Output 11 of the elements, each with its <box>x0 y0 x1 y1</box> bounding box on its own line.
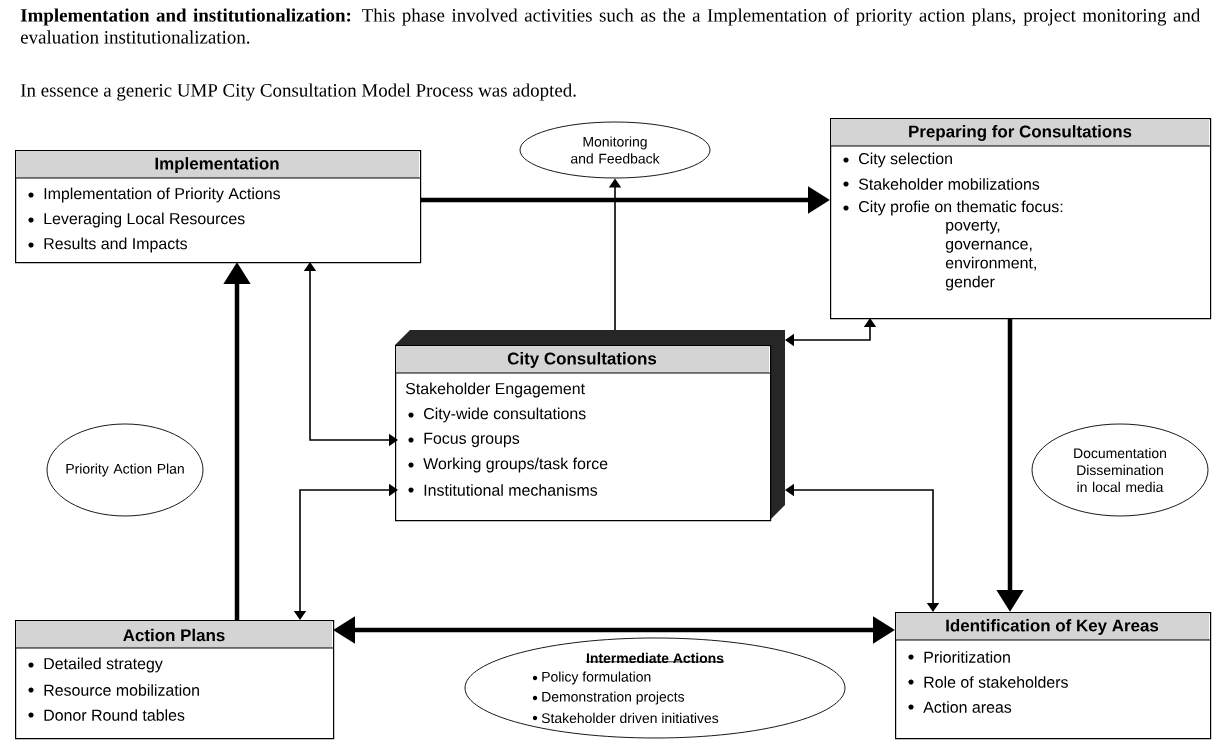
body-text: In essence a generic UMP City Consultation Model Process was adopted. <box>20 83 576 101</box>
body-text: Implementation and institutionalization: This phase involved activities such as the a Implementation of priority action plans, project monitoring and evaluation institutionalization. <box>20 8 1201 44</box>
process-box: Identification of Key Areas Prioritization Role of stakeholders Action areas <box>894 612 1212 740</box>
oval: Intermediate Actions Policy formulation Demonstration projects Stakeholder driven initiatives <box>464 637 846 739</box>
oval: Priority Action Plan <box>46 423 204 517</box>
process-box: Implementation Implementation of Priority Actions Leveraging Local Resources Results and Impacts <box>14 150 422 264</box>
process-box: City Consultations Stakeholder Engagement City-wide consultations Focus groups Working groups/task force Institutional mechanisms <box>394 330 785 522</box>
process-box: Preparing for Consultations City selection Stakeholder mobilizations City profie on thematic focus: poverty, governance, environment, gender <box>829 118 1212 320</box>
oval: Monitoring and Feedback <box>519 121 711 179</box>
oval: Documentation Dissemination in local media <box>1031 423 1209 517</box>
process-box: Action Plans Detailed strategy Resource mobilization Donor Round tables <box>14 620 335 740</box>
